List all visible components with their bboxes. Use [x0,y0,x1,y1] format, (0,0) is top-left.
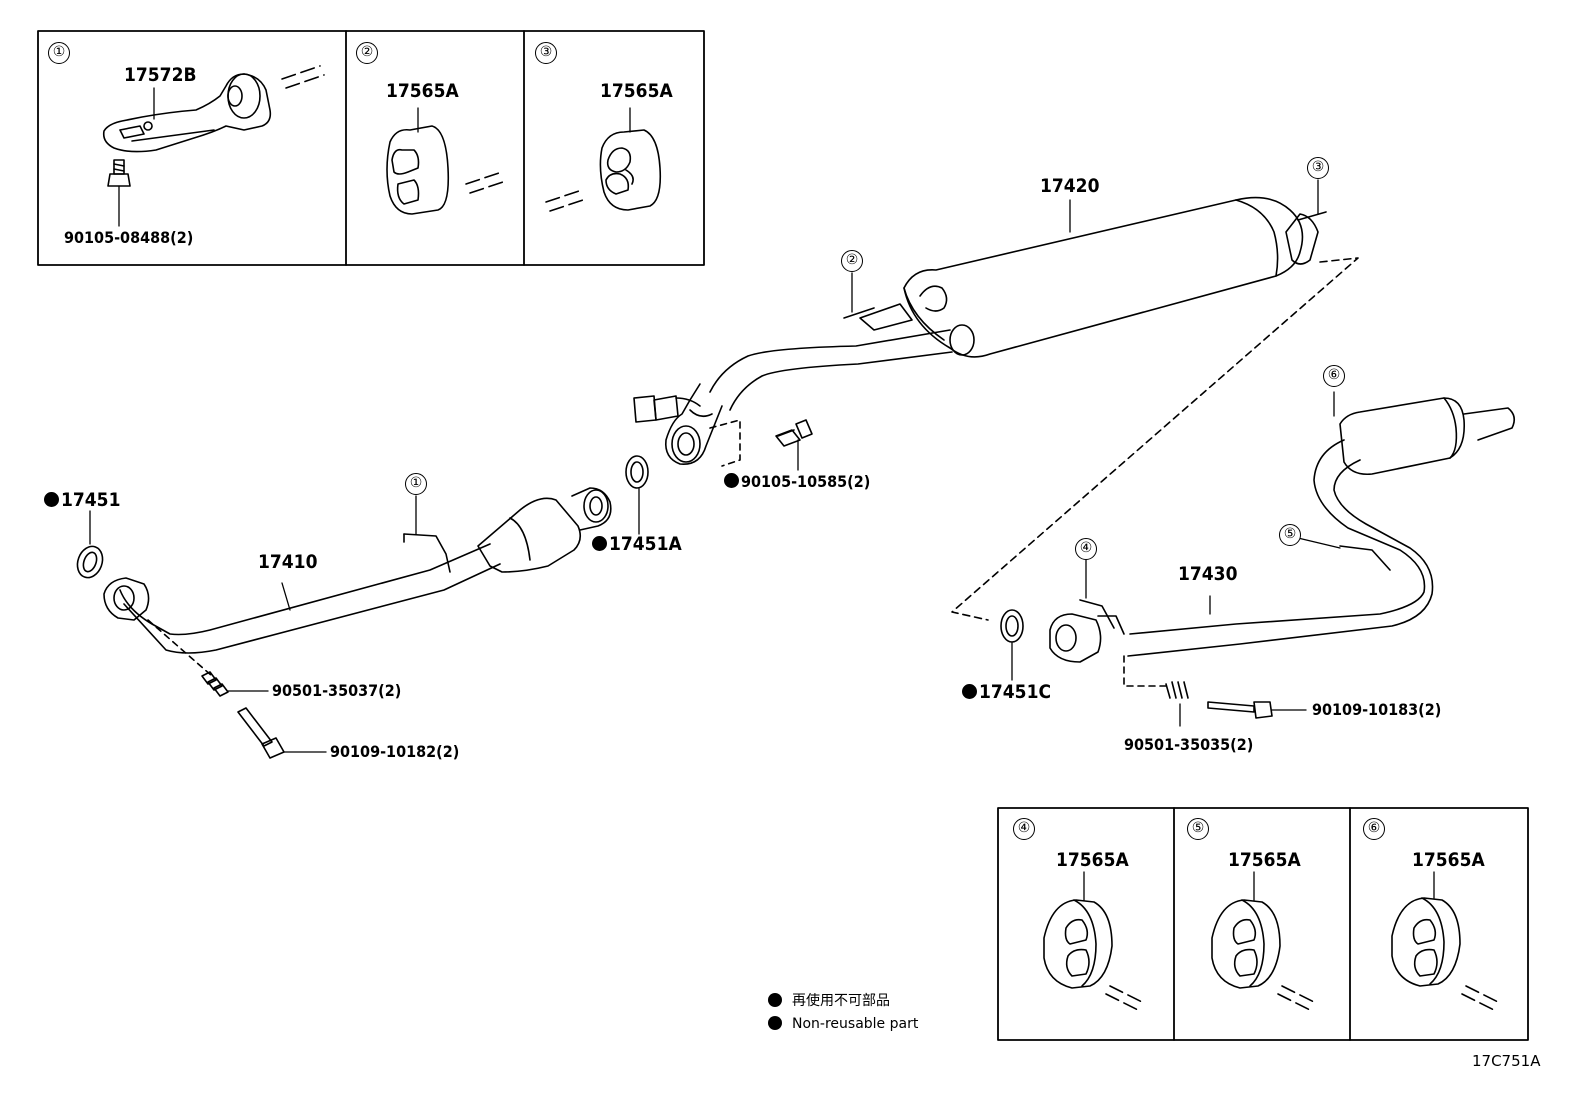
spring-front-number: 90501-35037(2) [272,681,402,700]
muffler-part-number: 17420 [1040,175,1100,197]
bolt-rear-number: 90109-10183(2) [1312,700,1442,719]
box6-part-number: 17565A [1412,849,1485,871]
non-reusable-dot [724,473,739,488]
legend-jp-text: 再使用不可部品 [792,993,890,1009]
legend-en-text: Non-reusable part [792,1016,919,1032]
bottom-detail-frame [997,807,1529,1041]
legend-dot [768,1016,782,1030]
muffler-17420-drawing [843,179,1327,358]
gasket-mid-label: 17451A [592,535,682,554]
bolt-mid-label: 90105-10585(2) [724,473,870,490]
box5-part-number: 17565A [1228,849,1301,871]
front-pipe-17410-drawing [103,487,612,759]
box3-part-number: 17565A [600,80,673,102]
box6-callout: ⑥ [1363,818,1385,840]
callout-5: ⑤ [1279,524,1301,546]
bolt-mid-number: 90105-10585(2) [741,472,871,491]
figure-code: 17C751A [1472,1052,1541,1070]
gasket-front-label: 17451 [44,491,120,510]
center-pipe-drawing [633,329,953,471]
bolt-front-number: 90109-10182(2) [330,742,460,761]
box1-part-number: 17572B [124,64,197,86]
hanger-box4-drawing [1043,871,1143,1011]
legend-jp: 再使用不可部品 [768,990,890,1010]
gasket-17451a-drawing [625,455,649,535]
callout-6: ⑥ [1323,365,1345,387]
box2-part-number: 17565A [386,80,459,102]
box1-callout: ① [48,42,70,64]
box4-callout: ④ [1013,818,1035,840]
hanger-box6-drawing [1391,871,1499,1011]
box3-callout: ③ [535,42,557,64]
gasket-17451-drawing [76,510,104,579]
callout-3: ③ [1307,157,1329,179]
gasket-17451c-drawing [1000,609,1024,681]
box5-callout: ⑤ [1187,818,1209,840]
gasket-front-number: 17451 [61,489,121,511]
legend-en: Non-reusable part [768,1016,918,1032]
gasket-rear-label: 17451C [962,683,1051,702]
front-pipe-part-number: 17410 [258,551,318,573]
spring-rear-number: 90501-35035(2) [1124,735,1254,754]
non-reusable-dot [962,684,977,699]
bracket-17572b-drawing [102,65,325,227]
callout-1: ① [405,473,427,495]
top-detail-frame [37,30,705,266]
callout-4: ④ [1075,538,1097,560]
box4-part-number: 17565A [1056,849,1129,871]
hanger-box3-drawing [545,107,662,212]
gasket-mid-number: 17451A [609,533,682,555]
box1-bolt-number: 90105-08488(2) [64,228,194,247]
gasket-rear-number: 17451C [979,681,1052,703]
tail-pipe-17430-drawing [1049,391,1516,727]
hanger-box5-drawing [1211,871,1315,1011]
alignment-dashed-line [951,257,1359,621]
legend-dot [768,993,782,1007]
non-reusable-dot [592,536,607,551]
box2-callout: ② [356,42,378,64]
non-reusable-dot [44,492,59,507]
callout-2: ② [841,250,863,272]
hanger-box2-drawing [386,107,507,215]
tail-pipe-part-number: 17430 [1178,563,1238,585]
